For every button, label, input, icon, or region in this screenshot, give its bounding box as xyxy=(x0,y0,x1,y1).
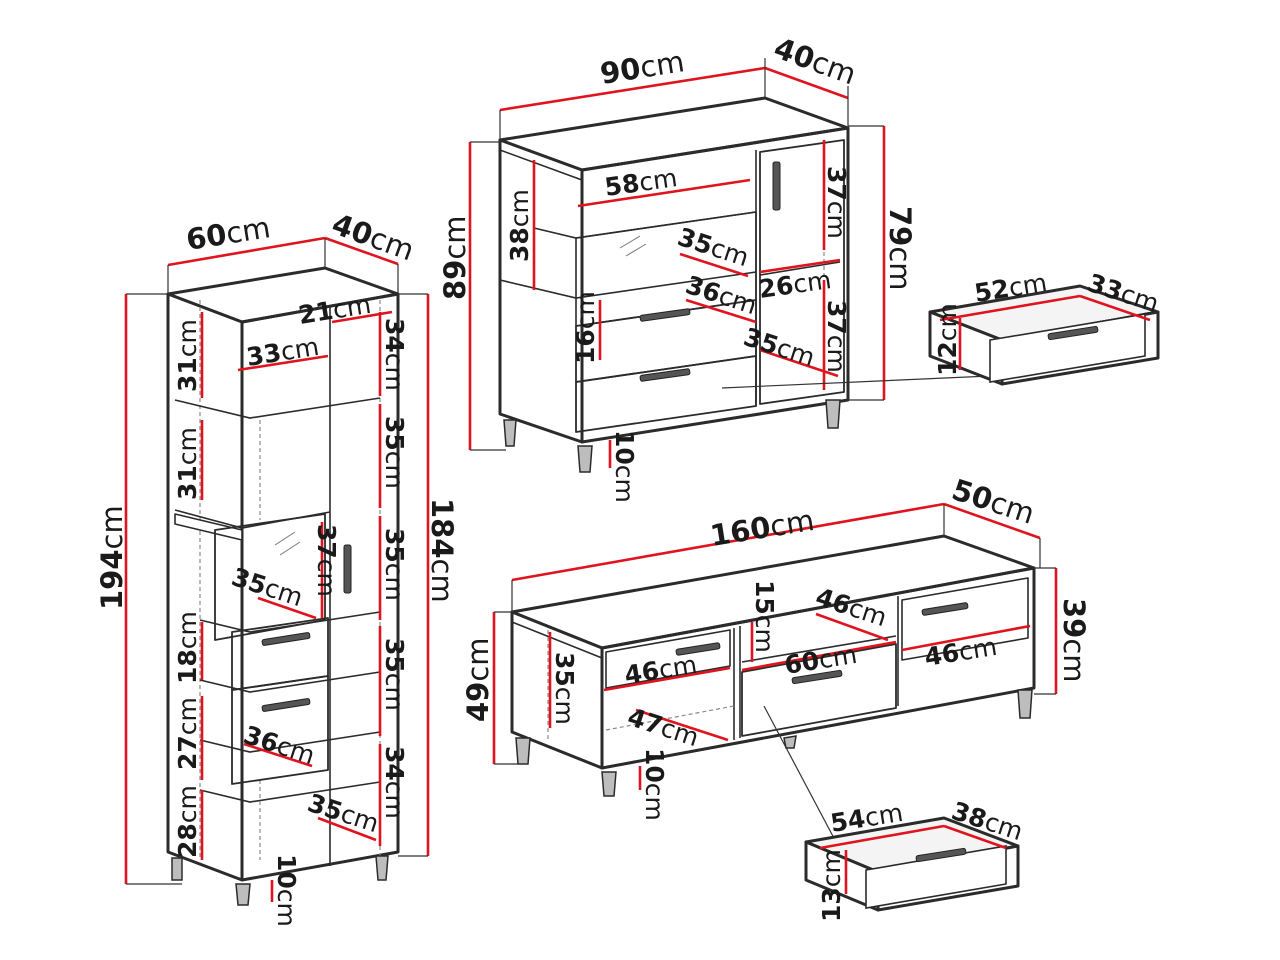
chest-drawer-leader xyxy=(721,375,991,389)
tall-width-label: 60cm xyxy=(184,210,273,257)
chest-height-total-label: 89cm xyxy=(438,215,472,300)
tall-cabinet-door-handle xyxy=(343,544,352,594)
tall-cabinet-glass-door xyxy=(214,513,326,641)
tv-bench-height-total-label: 49cm xyxy=(461,637,495,722)
tall-top-height-label: 31cm xyxy=(173,319,202,392)
tv-detail-handle xyxy=(915,847,967,863)
tv-bench-left-flap xyxy=(605,629,731,689)
tall-door-height-label: 37cm xyxy=(312,524,341,597)
chest-detail-width-label: 52cm xyxy=(972,268,1049,308)
chest-drawer-height-label: 16cm xyxy=(571,291,600,364)
chest-door-handle xyxy=(772,161,781,211)
chest-depth-label: 40cm xyxy=(770,31,861,92)
tv-bench-height-body-label: 39cm xyxy=(1057,598,1091,683)
chest-width-label: 90cm xyxy=(598,44,687,91)
chest-drawer2-depth-label: 35cm xyxy=(740,322,818,372)
chest-drawer-2 xyxy=(575,355,757,433)
chest-detail-handle xyxy=(1047,325,1099,341)
chest-right-bottom-height-label: 37cm xyxy=(822,300,851,373)
tall-drawer2-height-label: 27cm xyxy=(173,697,202,770)
tv-bench-front xyxy=(600,566,1036,770)
chest-right-top-height-label: 37cm xyxy=(822,166,851,239)
tv-bench: 160cm 50cm 49cm 39cm 35cm 46cm 47cm 15cm… xyxy=(461,472,1091,843)
tv-bench-right-width-label: 46cm xyxy=(922,632,999,672)
tall-upper-height-label: 31cm xyxy=(173,427,202,500)
tv-detail-width-label: 54cm xyxy=(828,798,905,838)
tv-bench-drawer-detail: 54cm 38cm 13cm xyxy=(804,796,1026,922)
tall-drawer1-height-label: 18cm xyxy=(173,611,202,684)
tall-cabinet-drawer-2 xyxy=(231,675,329,785)
chest-door xyxy=(759,139,845,405)
chest-leg-height-label: 10cm xyxy=(610,430,639,503)
tall-depth-label: 40cm xyxy=(328,207,419,268)
tv-bench-middle-top-height-label: 15cm xyxy=(750,580,779,653)
chest-side xyxy=(498,138,584,444)
tv-bench-left-depth-label: 47cm xyxy=(624,702,702,752)
chest-detail-height-label: 12cm xyxy=(933,303,962,376)
chest-height-body-label: 79cm xyxy=(883,206,917,291)
tv-bench-middle-drawer-width-label: 60cm xyxy=(782,640,859,680)
tall-right-bottom-label: 34cm xyxy=(380,746,409,819)
tall-right-mid3-label: 35cm xyxy=(380,638,409,711)
chest-niche-height-label: 38cm xyxy=(505,189,534,262)
tv-bench-left-width-label: 46cm xyxy=(622,650,699,690)
tall-right-mid1-label: 35cm xyxy=(380,416,409,489)
tall-width-line xyxy=(167,236,326,267)
tv-bench-drawer-leader xyxy=(763,705,837,843)
chest-right-shelf-depth-label: 26cm xyxy=(757,265,833,304)
tv-detail-height-label: 13cm xyxy=(817,849,846,922)
tall-right-mid2-label: 35cm xyxy=(380,528,409,601)
chest-niche-width-label: 58cm xyxy=(603,163,679,202)
tall-height-total-label: 194cm xyxy=(95,505,129,610)
tall-cabinet: 60cm 40cm 194cm 184cm 21cm 33cm 31cm 31c… xyxy=(95,207,459,927)
tv-bench-leg-height-label: 10cm xyxy=(640,748,669,821)
tall-bottom-depth-label: 35cm xyxy=(304,788,382,838)
tall-right-top-label: 34cm xyxy=(380,318,409,391)
tall-leg-height-label: 10cm xyxy=(272,854,301,927)
tv-bench-right-flap xyxy=(901,577,1029,661)
tall-drawer-depth-label: 36cm xyxy=(240,720,318,770)
tall-inner-width-label: 33cm xyxy=(244,332,321,372)
tv-bench-middle-drawer xyxy=(741,643,897,737)
chest-drawer-detail: 52cm 33cm 12cm xyxy=(928,268,1162,386)
chest: 90cm 40cm 89cm 79cm 58cm 38cm 35cm 16cm … xyxy=(438,31,991,503)
tall-bottom-height-label: 28cm xyxy=(173,785,202,858)
tv-bench-left-height-label: 35cm xyxy=(550,652,579,725)
tall-height-body-label: 184cm xyxy=(425,498,459,603)
tall-shelf-top-width-label: 21cm xyxy=(296,290,373,330)
tv-bench-width-label: 160cm xyxy=(708,503,817,553)
